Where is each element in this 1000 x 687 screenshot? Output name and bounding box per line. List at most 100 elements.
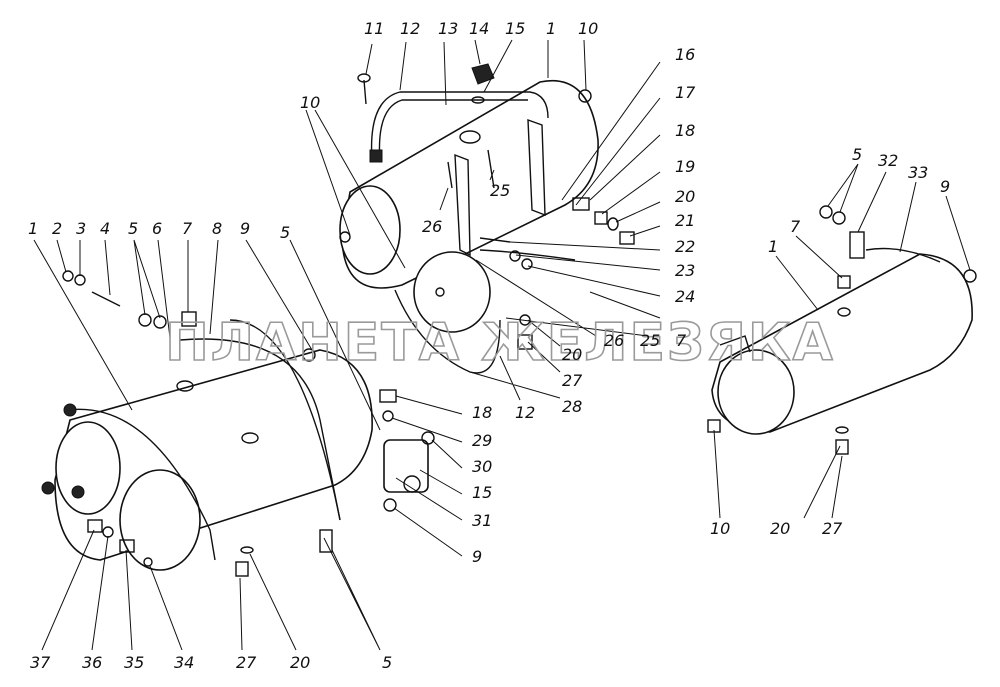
washer-3 [74, 274, 86, 286]
fitting-19 [594, 211, 608, 225]
callout-4: 4 [100, 219, 110, 238]
callout-9-mid: 9 [472, 547, 482, 566]
fitting-37 [87, 519, 103, 533]
bracket-right [527, 118, 546, 217]
fitting-30 [421, 431, 435, 445]
callout-13: 13 [438, 19, 458, 38]
callout-31: 31 [472, 511, 492, 530]
washer-29 [382, 410, 394, 422]
fitting-35 [119, 539, 135, 553]
callout-1-right: 1 [768, 237, 778, 256]
nut-5-right-a [819, 205, 833, 219]
top-receiver-end-cap [339, 185, 401, 275]
callout-7-right: 7 [790, 217, 801, 236]
fitting-left-b [41, 481, 55, 495]
secondary-port [435, 287, 445, 297]
callout-5-right: 5 [852, 145, 862, 164]
callout-7-top: 7 [676, 331, 687, 350]
washer-20-left [240, 546, 254, 554]
callout-26-upper: 26 [422, 217, 442, 236]
callout-26-lower: 26 [604, 331, 624, 350]
bracket-32 [849, 231, 865, 259]
callout-35: 35 [124, 653, 144, 672]
left-receiver-port-a [176, 380, 194, 392]
washer-20 [607, 217, 619, 231]
callout-10-left: 10 [300, 93, 320, 112]
callout-37: 37 [30, 653, 51, 672]
callout-9-left: 9 [240, 219, 250, 238]
callout-9-right: 9 [940, 177, 950, 196]
top-receiver-body [341, 80, 599, 289]
callout-1-left: 1 [28, 219, 38, 238]
callout-17: 17 [675, 83, 696, 102]
fitting-18-mid [379, 389, 397, 403]
fitting-18 [572, 197, 590, 211]
callout-10-right: 10 [710, 519, 730, 538]
plug-27-right [835, 439, 849, 455]
nut-5-a [138, 313, 152, 327]
bolt-22 [479, 237, 511, 243]
nut-9-right [963, 269, 977, 283]
callout-21: 21 [675, 211, 695, 230]
right-receiver-port [837, 307, 851, 317]
callout-25-upper: 25 [490, 181, 510, 200]
callout-33: 33 [908, 163, 928, 182]
nuts-5-left [319, 529, 333, 553]
secondary-body-edge [479, 249, 576, 261]
nut-9-left [302, 348, 316, 362]
fitting-34 [143, 557, 153, 567]
callout-14: 14 [469, 19, 489, 38]
callout-23: 23 [675, 261, 695, 280]
callout-8: 8 [212, 219, 222, 238]
nut-5-right-b [832, 211, 846, 225]
callout-15-mid: 15 [472, 483, 492, 502]
washer-15 [471, 96, 485, 104]
callout-36: 36 [82, 653, 102, 672]
callout-19: 19 [675, 157, 695, 176]
valve-31-port [403, 475, 421, 493]
hose-12 [394, 289, 501, 374]
callout-16: 16 [675, 45, 695, 64]
callout-1: 1 [546, 19, 556, 38]
bolt-25 [487, 149, 495, 189]
callout-6: 6 [152, 219, 162, 238]
bracket-left [454, 153, 471, 257]
plug-27-left [235, 561, 249, 577]
callout-34: 34 [174, 653, 194, 672]
callout-2: 2 [52, 219, 62, 238]
valve-31 [383, 439, 429, 493]
callout-10: 10 [578, 19, 598, 38]
bolt-4 [91, 291, 121, 307]
top-receiver-assembly [305, 39, 661, 401]
nut-2 [62, 270, 74, 282]
left-receiver-port-b [241, 432, 259, 444]
nut-24 [521, 258, 533, 270]
plug-7-right [837, 275, 851, 289]
callout-15: 15 [505, 19, 525, 38]
callout-24: 24 [675, 287, 695, 306]
callout-25-lower: 25 [640, 331, 660, 350]
callout-20-mid: 20 [562, 345, 582, 364]
callout-12: 12 [400, 19, 420, 38]
callout-28: 28 [562, 397, 582, 416]
bolt-11-head [357, 73, 371, 83]
callout-27-left: 27 [236, 653, 257, 672]
callout-5-left: 5 [128, 219, 138, 238]
callout-12-lower: 12 [515, 403, 535, 422]
callout-20-left: 20 [290, 653, 310, 672]
strap-bracket-right [719, 335, 751, 353]
washer-20-right [835, 426, 849, 434]
drain-valve-14 [471, 63, 495, 85]
callout-29: 29 [472, 431, 492, 450]
callout-18: 18 [675, 121, 695, 140]
callout-11: 11 [364, 19, 384, 38]
top-leader-lines [305, 39, 661, 401]
callout-27-right: 27 [822, 519, 843, 538]
nut-10-top [578, 89, 592, 103]
right-leader-lines [713, 163, 971, 519]
fitting-21 [619, 231, 635, 245]
top-secondary-receiver [413, 251, 491, 333]
watermark-text: ПЛАНЕТА ЖЕЛЕЗЯКА [165, 313, 834, 373]
right-receiver-end-cap [717, 349, 795, 435]
top-receiver-port [459, 130, 481, 144]
